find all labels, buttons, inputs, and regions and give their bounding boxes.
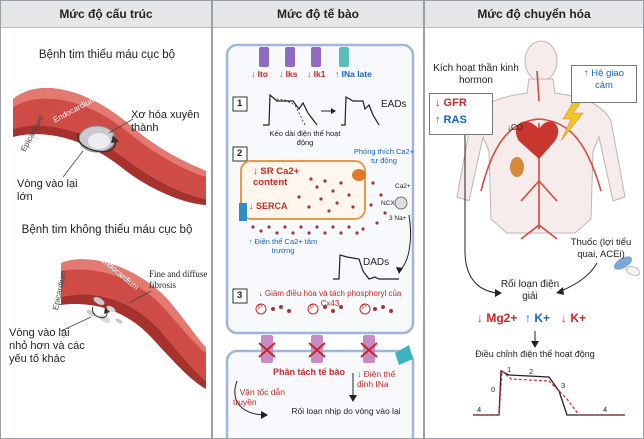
ncx-exchanger — [394, 196, 408, 210]
ap-phase-0: 0 — [491, 385, 496, 394]
small-reentry-label: Vòng vào lại nhỏ hơn và các yếu tố khác — [9, 327, 85, 365]
dads-label: DADs — [363, 257, 390, 268]
electrolyte-label: Rối loạn điện giải — [500, 279, 560, 302]
step-2-label: 2 — [237, 148, 243, 159]
ca-ion-label: Ca2+ — [395, 183, 411, 190]
ras-label: ↑ RAS — [435, 114, 467, 126]
transmural-scar — [77, 125, 119, 153]
panel-metabolic: Mức độ chuyển hóa — [424, 0, 644, 439]
fine-fibrosis-label: Fine and diffuse fibrosis — [149, 269, 208, 290]
ap-phase-4-left: 4 — [477, 405, 482, 414]
spontaneous-ca-release-label: Phóng thích Ca2+ tự động — [353, 147, 415, 165]
ap-phase-4-right: 4 — [603, 405, 608, 414]
peak-ina-label: ↓ Điện thế đỉnh INa — [357, 369, 396, 389]
metabolic-illustration — [456, 40, 641, 416]
ap-modulation-plot — [473, 369, 625, 416]
ina-late-label: ↑ INa late — [335, 69, 372, 79]
nonischemic-wall — [61, 259, 206, 389]
drugs-label: Thuốc (lợi tiểu quai, ACEi) — [570, 237, 632, 260]
sr-ca-content-label: ↓ SR Ca2+ content — [253, 166, 300, 188]
ead-trace — [263, 93, 380, 126]
potassium-channels — [259, 47, 349, 67]
transmural-fibrosis-label: Xơ hóa xuyên thành — [131, 109, 200, 134]
panel-metabolic-title: Mức độ chuyển hóa — [425, 1, 643, 28]
ap-prolongation-label: Kéo dài điện thế hoạt động — [269, 129, 341, 147]
ncx-label: NCX — [381, 200, 395, 207]
calcium-dots — [251, 177, 393, 313]
gfr-label: ↓ GFR — [435, 97, 467, 109]
connexin-channels — [258, 335, 378, 363]
serca-label: ↓ SERCA — [249, 201, 288, 211]
ap-modulation-label: Điều chỉnh điện thế hoạt động — [475, 349, 595, 359]
ap-phase-1: 1 — [507, 365, 512, 374]
sympathetic-label: ↑ Hệ giao cảm — [583, 68, 625, 91]
phosphate-label-1: P — [258, 305, 263, 311]
panel-cellular-title: Mức độ tế bào — [213, 1, 423, 28]
sympathetic-box — [571, 65, 637, 103]
conduction-velocity-label: ↓ Vận tốc dẫn truyền — [233, 387, 285, 407]
kidney — [510, 157, 524, 177]
k-down-label: ↓ K+ — [561, 311, 587, 325]
na-ion-label: 3 Na+ — [389, 215, 407, 222]
nonischemic-title: Bệnh tim không thiếu máu cục bộ — [21, 224, 193, 236]
phosphate-label-3: P — [362, 305, 367, 311]
ito-label: ↓ Ito — [251, 69, 268, 79]
sarcoplasmic-reticulum — [240, 160, 366, 220]
phosphate-label-2: P — [310, 305, 315, 311]
reentry-arrhythmia-label: Rối loạn nhịp do vòng vào lại — [291, 406, 401, 416]
panel-cellular: Mức độ tế bào — [212, 0, 424, 439]
panel-structural: Mức độ cấu trúc Bệnh tim thiếu máu cục b… — [0, 0, 212, 439]
gfr-ras-box — [429, 93, 493, 135]
k-up-label: ↑ K+ — [525, 311, 551, 325]
phosphate-markers — [255, 303, 371, 315]
heart — [515, 121, 559, 159]
cardiac-output-label: ↓CO — [507, 123, 523, 132]
pills-icon — [613, 256, 641, 276]
ik1-label: ↓ Ik1 — [307, 69, 326, 79]
iks-label: ↓ Iks — [279, 69, 298, 79]
step-3-label: 3 — [237, 290, 243, 301]
panel-structural-title: Mức độ cấu trúc — [1, 1, 211, 28]
diastolic-ca-label: ↑ Điện thế Ca2+ tâm trương — [248, 237, 318, 255]
ryr-channel — [352, 169, 366, 181]
ischemic-title: Bệnh tim thiếu máu cục bộ — [38, 49, 176, 61]
diffuse-fibrosis — [86, 297, 123, 324]
neurohormonal-label: Kích hoạt thần kinh hormon — [433, 63, 519, 86]
large-reentry-label: Vòng vào lại lớn — [17, 178, 78, 203]
step-1-label: 1 — [237, 98, 243, 109]
cell-uncoupling-label: Phân tách tế bào — [273, 367, 346, 377]
sodium-channel — [395, 345, 413, 365]
ap-phase-3: 3 — [561, 381, 566, 390]
cx43-label: ↓ Giảm điều hòa và tách phosphoryl của C… — [258, 289, 402, 308]
structural-illustration — [13, 87, 206, 389]
cellular-illustration — [225, 43, 415, 438]
dad-trace — [333, 214, 412, 280]
mg-label: ↓ Mg2+ — [477, 311, 518, 325]
eads-label: EADs — [381, 99, 407, 110]
ap-phase-2: 2 — [529, 367, 534, 376]
